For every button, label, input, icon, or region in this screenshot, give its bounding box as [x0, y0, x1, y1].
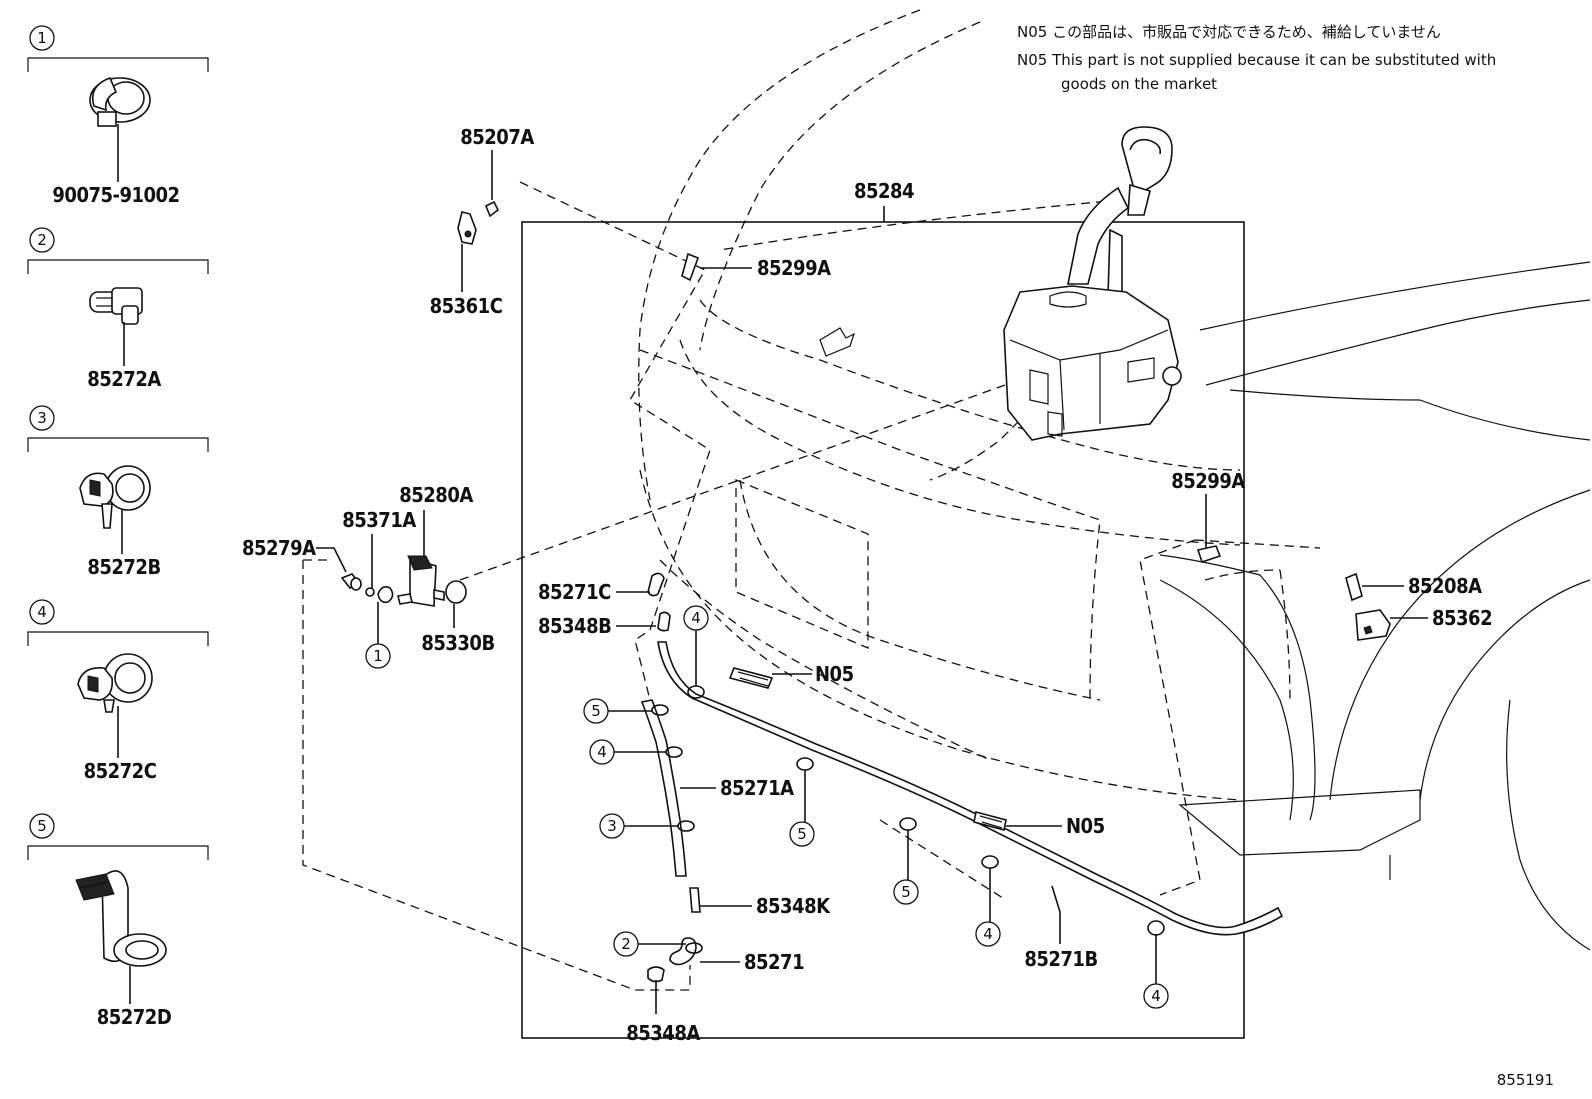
callout-1: 1 — [373, 647, 383, 665]
callout-4b: 4 — [597, 743, 607, 761]
legend-index: 1 — [37, 29, 47, 47]
callout-4d: 4 — [1151, 987, 1161, 1005]
callout-4c: 4 — [983, 925, 993, 943]
pump-group — [340, 555, 467, 607]
diagram-code: 855191 — [1497, 1071, 1554, 1089]
legend-index: 2 — [37, 231, 47, 249]
notes: N05 この部品は、市販品で対応できるため、補給していません N05 This … — [1017, 23, 1496, 93]
callout-5a: 5 — [591, 702, 601, 720]
legend-index: 3 — [37, 409, 47, 427]
nozzle-85299a-right — [1196, 545, 1222, 564]
callout-4a: 4 — [691, 609, 701, 627]
hoses — [640, 572, 1284, 983]
label-85271a: 85271A — [720, 776, 794, 800]
label-85299a-right: 85299A — [1171, 469, 1245, 493]
label-85271: 85271 — [744, 950, 804, 974]
nozzle-85299a-top — [681, 252, 700, 282]
legend-part-number: 85272B — [87, 555, 160, 579]
label-85208a: 85208A — [1408, 574, 1482, 598]
label-85271b: 85271B — [1024, 947, 1097, 971]
note-en-line2: goods on the market — [1061, 75, 1217, 93]
legend-item-3: 3 85272B — [27, 405, 209, 579]
label-n05-b: N05 — [1066, 814, 1105, 838]
bracket-85362 — [1355, 609, 1391, 641]
legend-item-5: 5 85272D — [27, 813, 209, 1029]
label-85271c: 85271C — [538, 580, 611, 604]
label-85330b: 85330B — [421, 631, 494, 655]
label-85371a: 85371A — [342, 508, 416, 532]
legend-part-number: 90075-91002 — [52, 183, 179, 207]
label-85284: 85284 — [854, 179, 914, 203]
assembly-guides — [302, 181, 1321, 991]
legend-item-2: 2 85272A — [27, 227, 209, 391]
legend-item-4: 4 85272C — [27, 599, 209, 783]
note-jp: N05 この部品は、市販品で対応できるため、補給していません — [1017, 23, 1441, 41]
callout-3: 3 — [607, 817, 617, 835]
legend-part-number: 85272C — [84, 759, 157, 783]
clamp-85272a-icon — [89, 287, 143, 325]
label-85348k: 85348K — [756, 894, 831, 918]
callout-5c: 5 — [901, 883, 911, 901]
clamp-85272b-icon — [79, 465, 151, 529]
label-n05-a: N05 — [815, 662, 854, 686]
label-85348b: 85348B — [538, 614, 611, 638]
clamp-85272d-icon — [75, 870, 167, 967]
legend: 1 90075-91002 2 85272A — [27, 25, 209, 1029]
assembly-box-85284 — [521, 221, 1245, 1039]
legend-item-1: 1 90075-91002 — [27, 25, 209, 207]
nozzle-85208a — [1345, 572, 1363, 602]
legend-part-number: 85272A — [87, 367, 161, 391]
vehicle-outline — [638, 9, 1591, 951]
label-85348a: 85348A — [626, 1021, 700, 1045]
label-85299a-top: 85299A — [757, 256, 831, 280]
clamp-85272c-icon — [77, 653, 153, 713]
label-85361c: 85361C — [430, 294, 503, 318]
label-85207a: 85207A — [460, 125, 534, 149]
legend-index: 4 — [37, 603, 47, 621]
label-85279a: 85279A — [242, 536, 316, 560]
clamp-90075-icon — [89, 76, 151, 127]
note-en-line1: N05 This part is not supplied because it… — [1017, 51, 1496, 69]
callout-5b: 5 — [797, 825, 807, 843]
label-85362: 85362 — [1432, 606, 1492, 630]
legend-part-number: 85272D — [97, 1005, 172, 1029]
label-85280a: 85280A — [399, 483, 473, 507]
callout-2: 2 — [621, 935, 631, 953]
nozzle-85207a — [457, 200, 500, 245]
legend-index: 5 — [37, 817, 47, 835]
washer-tank — [1003, 126, 1182, 441]
